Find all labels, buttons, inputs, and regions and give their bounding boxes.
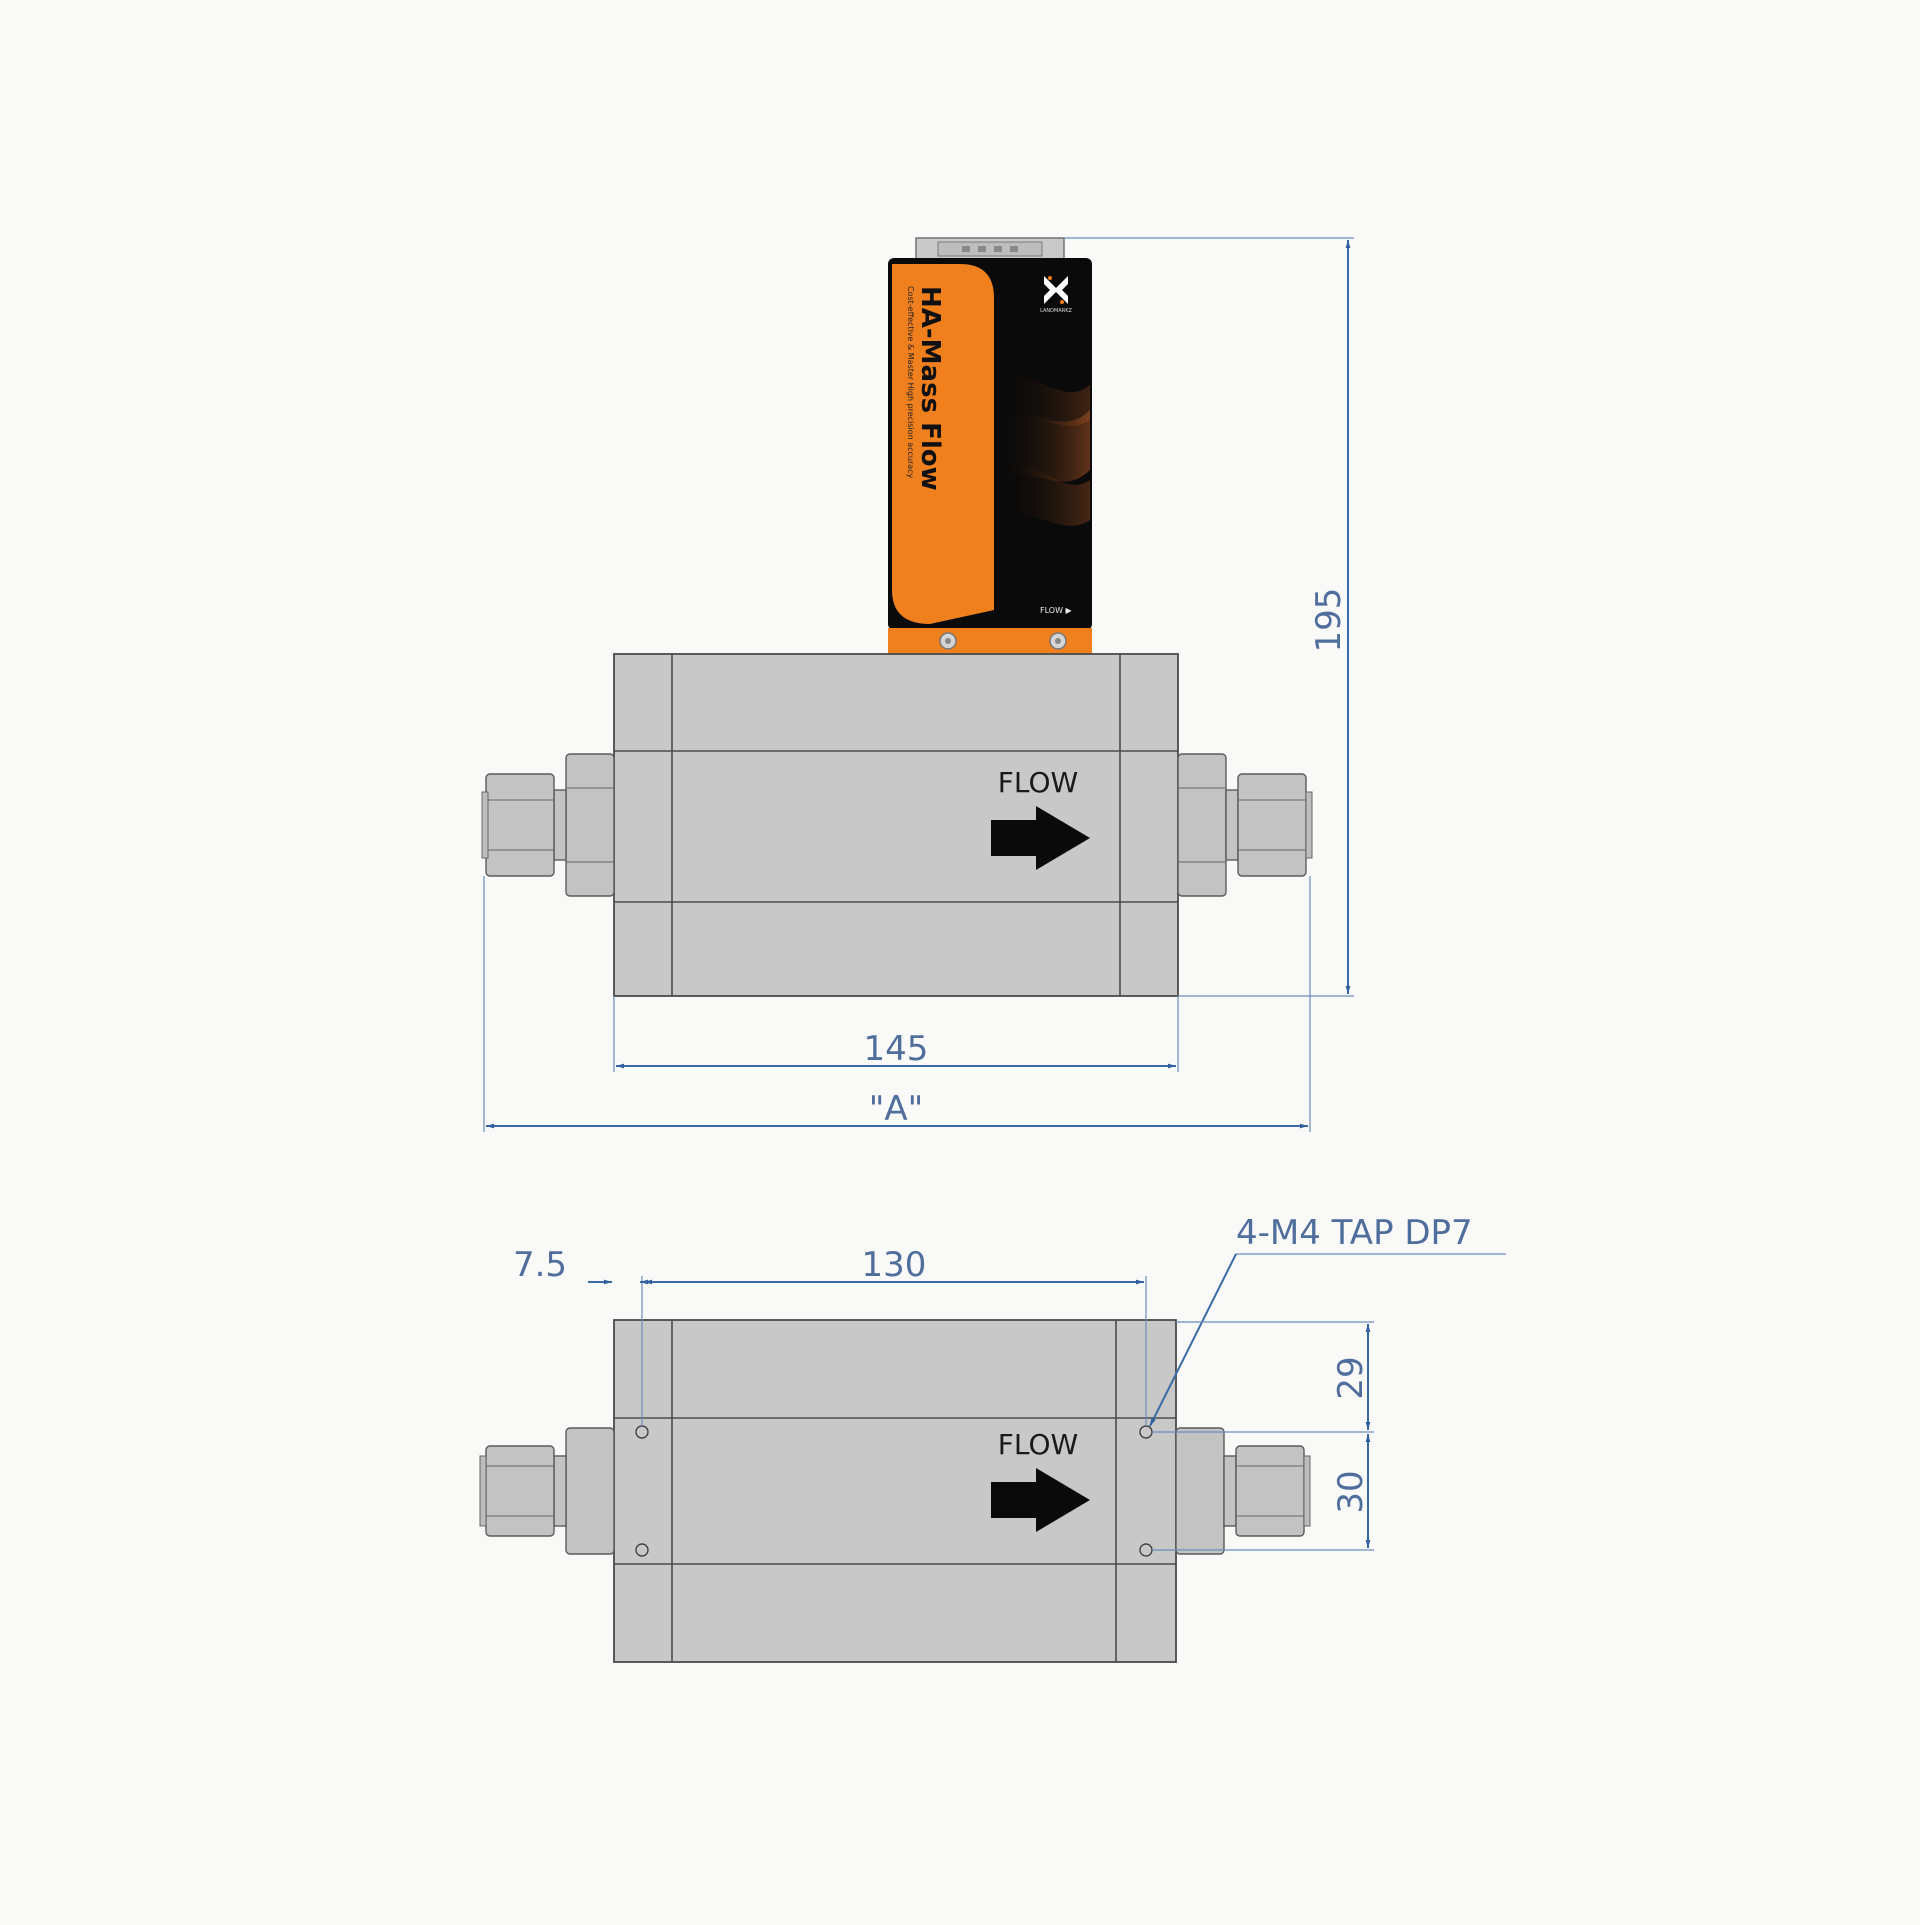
- device-title-text: HA-Mass Flow: [915, 286, 945, 491]
- dim-overall-label: "A": [869, 1089, 924, 1129]
- left-fitting-bottom: [479, 1427, 615, 1555]
- brand-name: LANDMARKZ: [1040, 308, 1072, 314]
- right-fitting-bottom: [1175, 1427, 1311, 1555]
- flow-arrow-icon: [991, 806, 1090, 870]
- brand-logo: LANDMARKZ: [1040, 276, 1072, 314]
- tap-hole-icon: [635, 1543, 649, 1557]
- dim-upper-label: 29: [1331, 1356, 1371, 1399]
- front-view: HA-Mass Flow Cost-effective & Master Hig…: [481, 237, 1354, 1132]
- flow-arrow-icon: [991, 1468, 1090, 1532]
- dim-height-label: 195: [1309, 588, 1349, 653]
- device-subtitle-text: Cost-effective & Master High precision a…: [906, 286, 915, 479]
- flow-label-bottom: FLOW: [998, 1428, 1078, 1461]
- controller-housing: HA-Mass Flow Cost-effective & Master Hig…: [888, 258, 1092, 654]
- dim-edge-offset-label: 7.5: [513, 1245, 567, 1285]
- right-fitting: [1177, 753, 1313, 897]
- dim-body-width-label: 145: [864, 1029, 929, 1069]
- tap-note-label: 4-M4 TAP DP7: [1236, 1213, 1473, 1253]
- flow-badge: FLOW ▶: [1040, 606, 1073, 615]
- tap-callout: 4-M4 TAP DP7: [1149, 1213, 1506, 1427]
- front-body-block: FLOW: [613, 653, 1179, 997]
- dsub-connector: [915, 237, 1065, 261]
- dimension-height: 195: [1064, 237, 1354, 997]
- dimension-overall: "A": [483, 876, 1311, 1132]
- device-title: HA-Mass Flow: [915, 286, 945, 491]
- device-subtitle: Cost-effective & Master High precision a…: [906, 286, 915, 479]
- dim-lower-label: 30: [1331, 1470, 1371, 1513]
- dimension-hole-spacing: 130: [644, 1245, 1147, 1426]
- dimension-body-width: 145: [613, 996, 1179, 1072]
- bottom-body-block: FLOW: [613, 1319, 1177, 1663]
- left-fitting: [481, 753, 615, 897]
- dimension-vertical-bottom: 29 30: [1152, 1321, 1374, 1551]
- brand-logo-icon: [1044, 276, 1068, 304]
- bottom-view: FLOW 7.5: [479, 1213, 1506, 1663]
- flow-label: FLOW: [998, 766, 1078, 799]
- dim-hole-spacing-label: 130: [862, 1245, 927, 1285]
